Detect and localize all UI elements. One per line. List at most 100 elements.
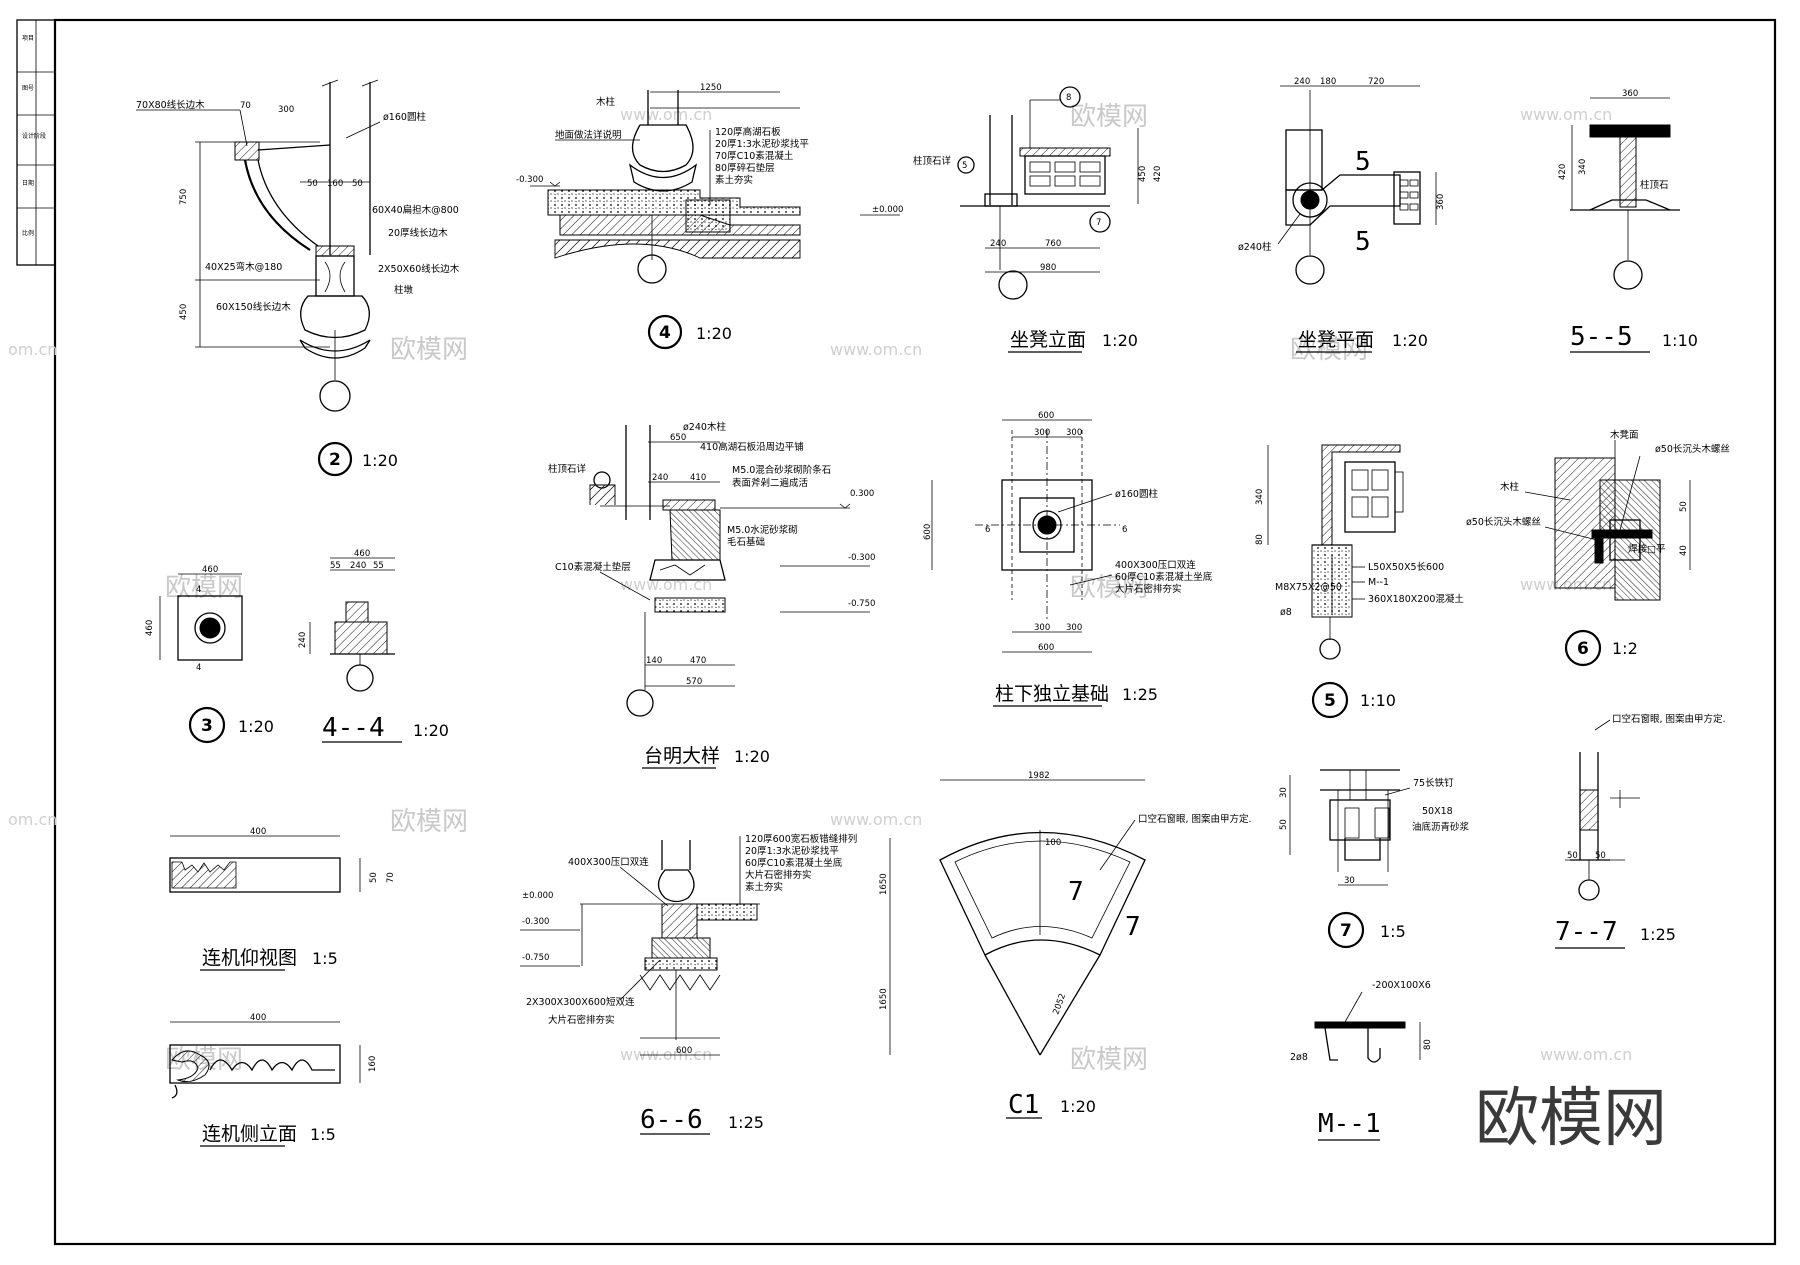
detail-3: 460 460 4 4 3 1:20 xyxy=(145,565,274,744)
section-title: 5--5 xyxy=(1570,322,1633,352)
dim-label: 470 xyxy=(690,656,706,666)
callout-number: 5 xyxy=(962,161,967,171)
watermark-text: 欧模网 xyxy=(390,807,468,837)
watermark-url: www.om.cn xyxy=(1540,1045,1632,1064)
detail-7: 30 50 30 75长铁钉 50X18 油底沥青砂浆 7 1:5 xyxy=(1279,769,1470,949)
note: 大片石密排夯实 xyxy=(745,869,812,881)
dim-label: 0.300 xyxy=(850,489,874,499)
note: 40X25弯木@180 xyxy=(205,261,282,273)
sidebar-label: 日期 xyxy=(22,179,34,187)
dim-label: 50 xyxy=(1595,851,1606,861)
note: 75长铁钉 xyxy=(1413,777,1454,789)
note: 大片石密排夯实 xyxy=(1115,583,1182,595)
watermark-url: www.om.cn xyxy=(830,340,922,359)
sidebar-labels: 项目 图号 设计阶段 日期 比例 xyxy=(22,35,46,237)
dim-label: 600 xyxy=(1038,411,1054,421)
note: ø8 xyxy=(1280,607,1292,618)
sidebar-label: 图号 xyxy=(22,85,34,92)
detail-title: 连机仰视图 xyxy=(202,947,297,969)
cut-mark: 5 xyxy=(1355,227,1371,257)
dim-label: 30 xyxy=(1344,876,1355,886)
dim-label: 360 xyxy=(1436,194,1446,210)
watermark-url: www.om.cn xyxy=(620,1045,712,1064)
dim-label: -0.750 xyxy=(522,953,549,963)
dim-label: 55 xyxy=(373,561,384,571)
cut-mark: 4 xyxy=(196,585,201,595)
note: ø240柱 xyxy=(1238,241,1272,253)
cut-mark: 6 xyxy=(1122,525,1127,535)
detail-scale: 1:20 xyxy=(1102,331,1138,350)
isolated-footing: 300 300 600 300 300 600 600 6 6 ø160圆柱 4… xyxy=(923,411,1213,707)
dim-label: 460 xyxy=(145,620,155,636)
note: 木柱 xyxy=(596,96,616,108)
watermark-text: 欧模网 xyxy=(1290,335,1368,365)
dim-label: 650 xyxy=(670,433,686,443)
side-elevation: 400 160 连机侧立面 1:5 xyxy=(169,1013,378,1147)
dim-label: 980 xyxy=(1040,263,1056,273)
section-7-7: 50 50 口空石窗眼, 图案由甲方定. 7--7 1:25 xyxy=(1555,713,1726,949)
watermark-text: 欧模网 xyxy=(1070,102,1148,132)
detail-title: 连机侧立面 xyxy=(202,1123,297,1145)
note: M5.0混合砂浆砌阶条石 xyxy=(732,464,831,476)
note: 柱墩 xyxy=(394,284,414,296)
watermark-text: 欧模网 xyxy=(165,573,243,603)
section-5-5: 360 420 340 柱顶石 5--5 1:10 xyxy=(1558,89,1698,353)
dim-label: 400 xyxy=(250,827,266,837)
note: 80厚碎石垫层 xyxy=(715,162,775,174)
dim-label: 50 xyxy=(1567,851,1578,861)
note: M5.0水泥砂浆砌 xyxy=(727,524,798,536)
detail-6: 50 40 木凳面 ø50长沉头木螺丝 木柱 ø50长沉头木螺丝 焊接□平 6 … xyxy=(1466,429,1730,667)
note: 2ø8 xyxy=(1290,1052,1308,1063)
note: 2X50X60线长边木 xyxy=(378,263,460,275)
note: 木柱 xyxy=(1500,481,1520,493)
note: M--1 xyxy=(1368,577,1389,588)
detail-number: 5 xyxy=(1324,691,1336,711)
dim-label: -0.750 xyxy=(848,599,875,609)
section-title: C1 xyxy=(1008,1090,1039,1120)
note: 60厚C10素混凝土坐底 xyxy=(1115,571,1213,583)
detail-title: 台明大样 xyxy=(644,745,720,767)
sidebar-label: 项目 xyxy=(22,35,34,42)
note: 柱顶石 xyxy=(1640,179,1669,191)
note: 360X180X200混凝土 xyxy=(1368,593,1464,605)
watermark-url: om.cn xyxy=(8,810,57,829)
watermark-url: www.om.cn xyxy=(830,810,922,829)
note: 60X40扁担木@800 xyxy=(372,204,459,216)
dim-label: 50 xyxy=(307,179,318,189)
dim-label: 300 xyxy=(1066,428,1082,438)
detail-title: 坐凳平面 xyxy=(1298,329,1374,351)
detail-2: 750 450 70 300 50 160 50 70X80线长边木 ø160圆… xyxy=(136,79,460,477)
detail-scale: 1:20 xyxy=(734,747,770,766)
detail-number: 7 xyxy=(1340,921,1352,941)
detail-scale: 1:25 xyxy=(728,1113,764,1132)
detail-scale: 1:10 xyxy=(1662,331,1698,350)
watermark-text: 欧模网 xyxy=(390,335,468,365)
dim-label: 340 xyxy=(1255,489,1265,505)
detail-title: 柱下独立基础 xyxy=(995,683,1109,705)
dim-label: 100 xyxy=(1045,838,1061,848)
note: ø50长沉头木螺丝 xyxy=(1466,516,1541,528)
dim-label: 70 xyxy=(386,872,396,883)
note: 口空石窗眼, 图案由甲方定. xyxy=(1612,713,1726,725)
dim-label: 80 xyxy=(1255,534,1265,545)
detail-scale: 1:25 xyxy=(1640,925,1676,944)
dim-label: -0.300 xyxy=(522,917,549,927)
dim-label: 240 xyxy=(1294,77,1310,87)
c1-window: 1982 1650 1650 2052 100 口空石窗眼, 图案由甲方定. 7… xyxy=(879,771,1252,1120)
dim-label: 570 xyxy=(686,677,702,687)
detail-number-circle xyxy=(1311,681,1349,719)
seat-plan: 240 180 720 360 5 5 ø240柱 坐凳平面 1:20 xyxy=(1238,77,1446,353)
watermark-url: www.om.cn xyxy=(1520,105,1612,124)
dim-label: 160 xyxy=(327,179,343,189)
detail-scale: 1:5 xyxy=(1380,922,1406,941)
note: 410高湖石板沿周边平铺 xyxy=(700,441,804,453)
dim-label: 180 xyxy=(1320,77,1336,87)
dim-label: 1250 xyxy=(700,83,722,93)
dim-label: 160 xyxy=(368,1056,378,1072)
detail-scale: 1:10 xyxy=(1360,691,1396,710)
note: 2X300X300X600短双连 xyxy=(526,996,635,1008)
detail-number: 6 xyxy=(1577,639,1589,659)
dim-label: 50 xyxy=(1679,501,1689,512)
brand-logo-text: 欧模网 xyxy=(1475,1082,1667,1156)
